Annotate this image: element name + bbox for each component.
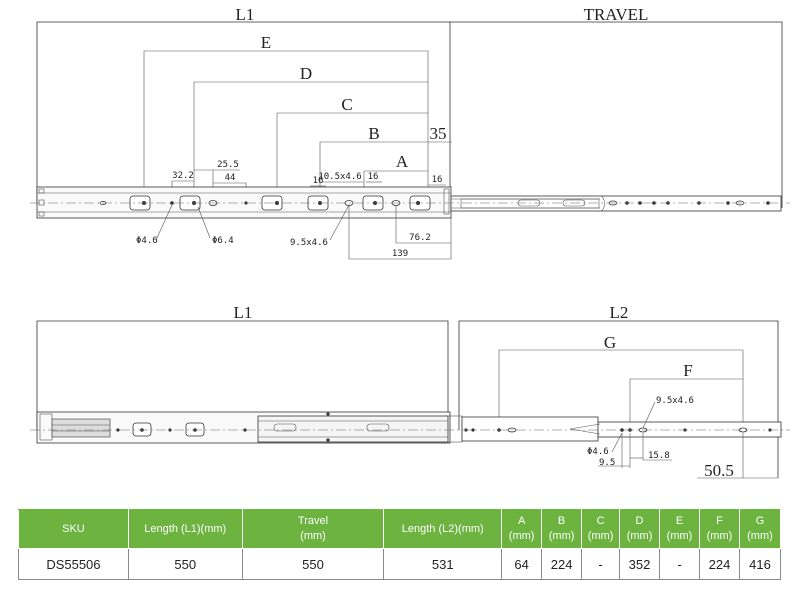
cell-length-l2: 531 xyxy=(383,548,503,580)
label-9-5x4-6-bottom: 9.5x4.6 xyxy=(656,396,694,406)
cell-e: - xyxy=(659,548,700,580)
label-10-5x4-6: 10.5x4.6 xyxy=(318,172,361,182)
label-l2: L2 xyxy=(610,303,629,322)
label-f: F xyxy=(683,361,692,380)
label-50-5: 50.5 xyxy=(704,461,734,480)
label-9-5x4-6: 9.5x4.6 xyxy=(290,238,328,248)
cell-sku: DS55506 xyxy=(18,548,129,580)
spec-table: SKU Length (L1)(mm) Travel(mm) Length (L… xyxy=(18,509,782,580)
table-header-row: SKU Length (L1)(mm) Travel(mm) Length (L… xyxy=(18,509,782,549)
cell-c: - xyxy=(581,548,621,580)
cell-b: 224 xyxy=(541,548,583,580)
header-g: G(mm) xyxy=(738,509,782,549)
label-d: D xyxy=(300,64,312,83)
cell-d: 352 xyxy=(619,548,661,580)
label-32-2: 32.2 xyxy=(172,171,194,181)
label-16-c: 16 xyxy=(432,175,443,185)
label-139: 139 xyxy=(392,249,408,259)
cell-a: 64 xyxy=(501,548,543,580)
cell-length-l1: 550 xyxy=(127,548,243,580)
label-9-5-bottom: 9.5 xyxy=(599,458,615,468)
label-b: B xyxy=(368,124,379,143)
bottom-view: L1 L2 G F xyxy=(30,303,790,480)
cell-f: 224 xyxy=(698,548,740,580)
header-sku: SKU xyxy=(18,509,129,549)
label-16-a: 16 xyxy=(313,176,324,186)
label-phi-4-6: Φ4.6 xyxy=(136,236,158,246)
label-l1-bottom: L1 xyxy=(234,303,253,322)
header-e: E(mm) xyxy=(659,509,700,549)
table-row: DS55506 550 550 531 64 224 - 352 - 224 4… xyxy=(18,548,782,580)
header-b: B(mm) xyxy=(541,509,583,549)
cell-travel: 550 xyxy=(241,548,385,580)
header-length-l2: Length (L2)(mm) xyxy=(383,509,503,549)
header-c: C(mm) xyxy=(581,509,621,549)
label-16-b: 16 xyxy=(368,172,379,182)
header-f: F(mm) xyxy=(698,509,740,549)
label-a: A xyxy=(396,152,409,171)
label-travel: TRAVEL xyxy=(584,5,649,24)
header-d: D(mm) xyxy=(619,509,661,549)
label-44: 44 xyxy=(225,173,236,183)
header-length-l1: Length (L1)(mm) xyxy=(127,509,243,549)
label-35: 35 xyxy=(430,124,447,143)
label-25-5: 25.5 xyxy=(217,160,239,170)
header-a: A(mm) xyxy=(501,509,543,549)
label-76-2: 76.2 xyxy=(409,233,431,243)
label-15-8: 15.8 xyxy=(648,451,670,461)
cell-g: 416 xyxy=(738,548,782,580)
header-travel: Travel(mm) xyxy=(241,509,385,549)
label-g: G xyxy=(604,333,616,352)
label-e: E xyxy=(261,33,271,52)
top-view: L1 TRAVEL E D C B 35 A 32.2 25.5 44 16 1… xyxy=(30,5,790,260)
label-phi-4-6-bottom: Φ4.6 xyxy=(587,447,609,457)
label-phi-6-4: Φ6.4 xyxy=(212,236,234,246)
label-c: C xyxy=(341,95,352,114)
label-l1: L1 xyxy=(236,5,255,24)
technical-drawing: L1 TRAVEL E D C B 35 A 32.2 25.5 44 16 1… xyxy=(30,5,790,480)
